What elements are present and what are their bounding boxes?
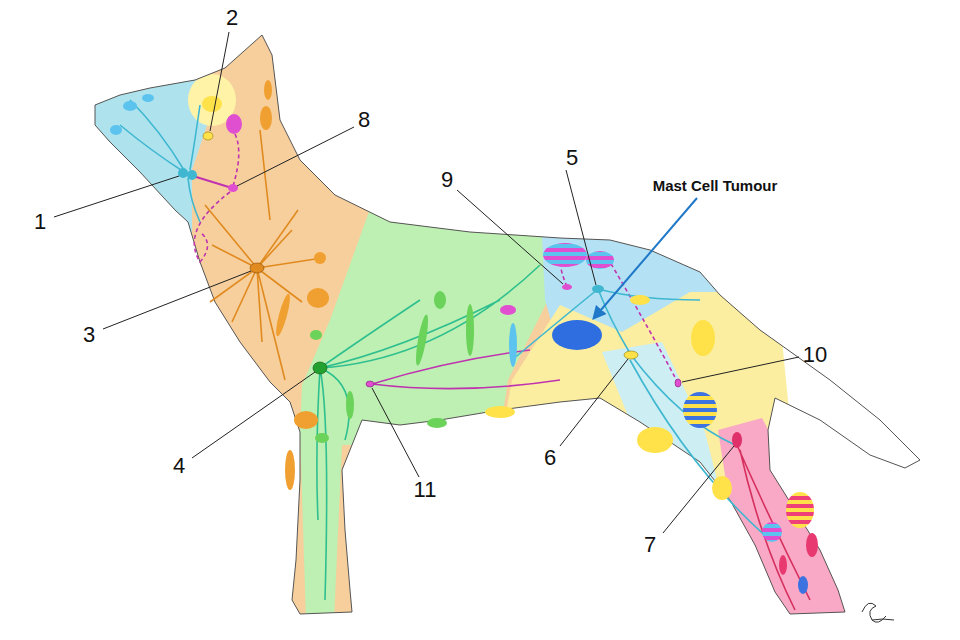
- lymph-nodes-decor-part: [226, 114, 242, 134]
- callout-number: 5: [566, 146, 578, 170]
- dog-outline: [95, 35, 920, 614]
- lymph-vessels-part: [317, 265, 540, 600]
- lymph-nodes-decor-part: [414, 314, 431, 367]
- lymph-nodes-decor-part: [294, 411, 318, 429]
- numbered-lymph-nodes-part: [562, 284, 572, 290]
- lymph-nodes-decor-part: [806, 533, 818, 557]
- numbered-lymph-nodes-part: [732, 432, 742, 448]
- lymph-nodes-decor-part: [346, 391, 354, 419]
- numbered-lymph-nodes-part: [592, 285, 604, 293]
- lymph-nodes-decor-part: [630, 295, 650, 305]
- lymph-nodes-decor-part: [314, 252, 326, 264]
- callout-number: 11: [414, 478, 437, 502]
- callout-number: 2: [226, 6, 238, 30]
- callout-number: 8: [358, 108, 370, 132]
- lymph-nodes-decor-part: [434, 291, 446, 309]
- callout-number: 4: [173, 454, 185, 478]
- numbered-lymph-nodes-part: [178, 168, 188, 178]
- numbered-lymph-nodes-part: [187, 170, 197, 180]
- leader-lines-part: [237, 127, 354, 186]
- leader-lines-part: [103, 271, 251, 329]
- lymph-nodes-decor-part: [264, 80, 272, 100]
- numbered-lymph-nodes-part: [203, 132, 213, 140]
- numbered-lymph-nodes-part: [624, 351, 638, 359]
- annotation-label: Mast Cell Tumour: [653, 178, 778, 195]
- leader-lines-part: [372, 388, 419, 477]
- lymph-nodes-decor-part: [779, 555, 787, 575]
- leader-lines-part: [54, 176, 179, 217]
- leader-lines-part: [192, 372, 315, 458]
- lymph-nodes-decor-part: [543, 243, 587, 267]
- callout-number: 10: [803, 343, 827, 367]
- callout-number: 6: [544, 446, 556, 470]
- lymph-nodes-decor-part: [307, 288, 329, 308]
- lymph-nodes-decor-part: [586, 251, 614, 269]
- lymph-nodes-decor-part: [110, 125, 122, 135]
- leader-lines-part: [682, 357, 799, 382]
- lymph-vessels-part: [205, 130, 322, 380]
- lymph-nodes-decor-part: [202, 96, 222, 112]
- lymph-nodes-decor-part: [485, 406, 515, 418]
- pink-region: [718, 418, 852, 620]
- lymph-nodes-decor-part: [466, 304, 474, 356]
- head-region: [60, 50, 212, 232]
- lymph-vessels-part: [194, 132, 238, 262]
- lymph-vessels: [120, 100, 810, 610]
- lymph-nodes-decor-part: [762, 522, 782, 542]
- lymph-vessels-part: [120, 100, 200, 222]
- tumour-arrow: [594, 198, 697, 318]
- tumour-shape: [552, 320, 602, 350]
- lymph-nodes-decor-part: [142, 94, 154, 102]
- callout-number: 9: [441, 168, 453, 192]
- callout-number: 1: [34, 210, 46, 234]
- lymph-nodes-decor-part: [637, 427, 673, 453]
- lymph-nodes-decor-part: [273, 293, 292, 338]
- lymph-vessels-part: [512, 289, 770, 540]
- lymph-vessels-part: [372, 350, 560, 389]
- leader-lines: [54, 32, 799, 533]
- leader-lines-part: [560, 359, 628, 446]
- lymph-nodes-decor-part: [310, 330, 322, 340]
- lymph-nodes-decor-part: [683, 392, 717, 428]
- lymph-nodes-decor-part: [786, 492, 814, 528]
- lymph-nodes-decor-part: [260, 106, 272, 130]
- signature-scribble: [862, 603, 894, 622]
- lymph-nodes-decor: [110, 80, 818, 594]
- numbered-lymph-nodes-part: [366, 381, 374, 387]
- leader-lines-part: [566, 170, 596, 285]
- numbered-lymph-nodes-part: [675, 379, 681, 387]
- leader-lines-part: [457, 190, 563, 284]
- callout-number: 3: [83, 323, 95, 347]
- lymph-nodes-decor-part: [691, 320, 715, 356]
- lymph-nodes-decor-part: [123, 101, 137, 111]
- lymph-nodes-decor-part: [500, 305, 516, 315]
- numbered-lymph-nodes-part: [250, 263, 264, 273]
- lymph-nodes-decor-part: [509, 323, 517, 367]
- lymph-nodes-decor-part: [285, 450, 295, 490]
- numbered-lymph-nodes-part: [228, 184, 238, 192]
- lymph-nodes-decor-part: [315, 433, 329, 443]
- tail-region: [778, 300, 960, 500]
- lymph-nodes-decor-part: [798, 576, 808, 594]
- lymph-vessels-part: [193, 176, 232, 188]
- lymph-nodes-decor-part: [712, 476, 732, 500]
- callout-number: 7: [644, 533, 656, 557]
- lymph-nodes-decor-part: [427, 418, 447, 428]
- leader-lines-part: [663, 446, 734, 533]
- leader-lines-part: [210, 32, 229, 131]
